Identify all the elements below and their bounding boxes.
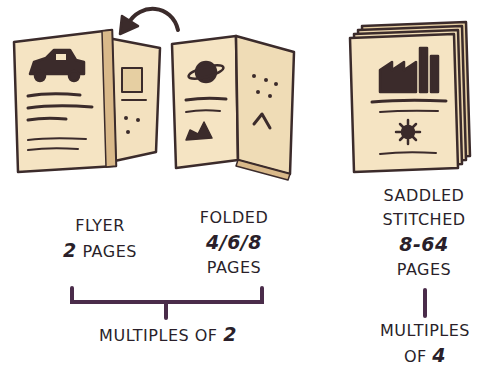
format-label: MULTIPLES OF 4	[380, 319, 470, 369]
format-label: FLYER 2 PAGES	[63, 214, 137, 264]
format-label: MULTIPLES OF 2	[99, 322, 237, 348]
format-label: FOLDED 4/6/8 PAGES	[200, 206, 268, 280]
format-label: SADDLED STITCHED 8-64 PAGES	[382, 184, 465, 282]
